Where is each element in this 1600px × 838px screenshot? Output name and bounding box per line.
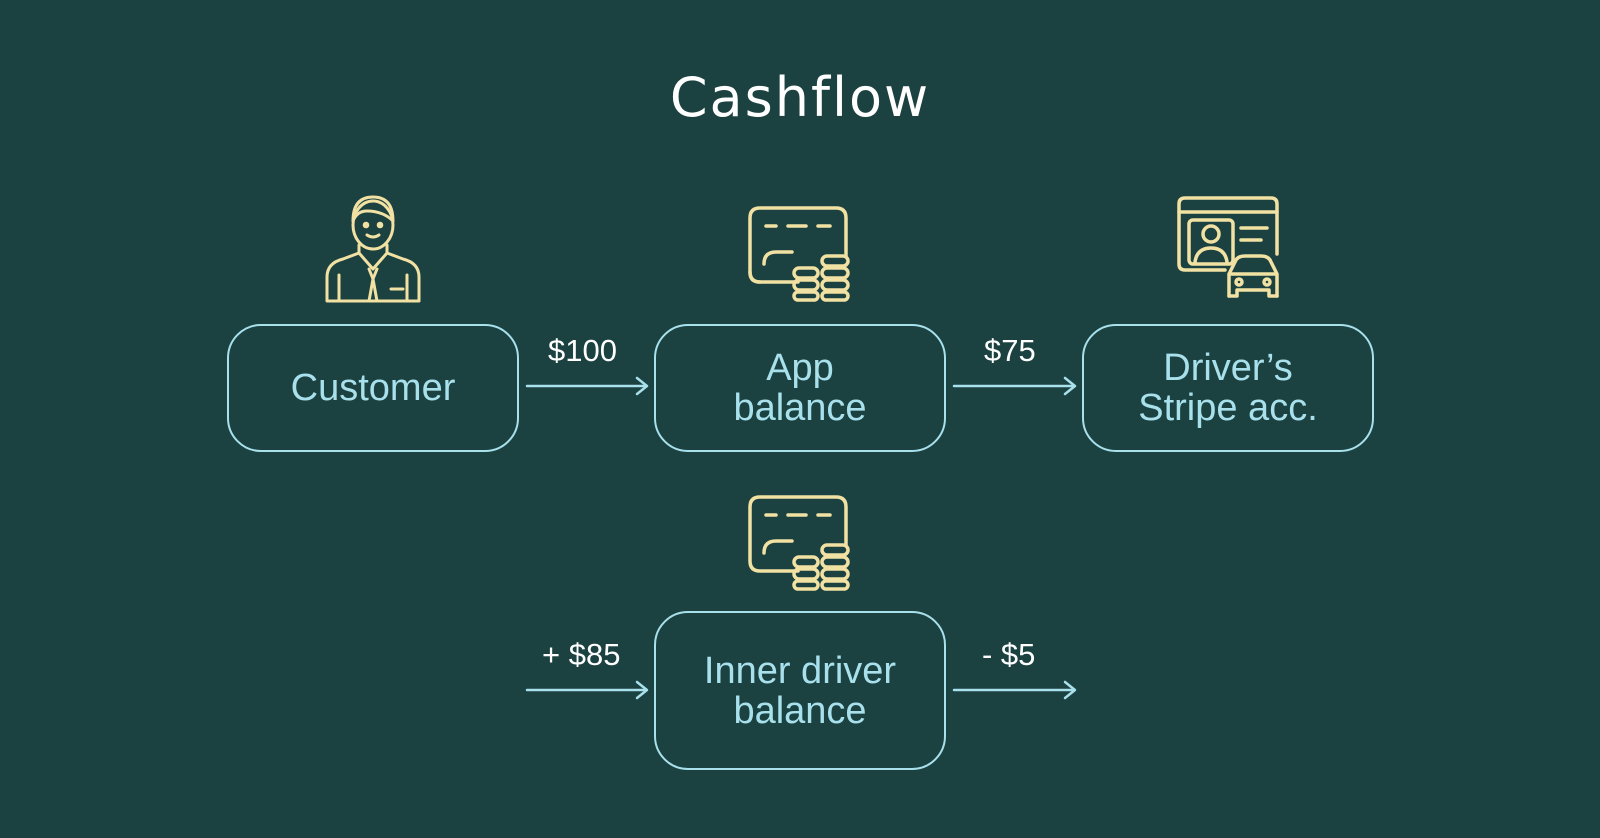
flow-amount-inner-in: + $85 (542, 637, 621, 672)
node-customer-label: Customer (290, 367, 456, 409)
node-inner-driver-balance-label-line2: balance (733, 689, 867, 732)
customer-person-icon (325, 195, 421, 303)
arrow-into-inner-balance (525, 680, 649, 700)
arrow-app-to-driver (952, 376, 1077, 396)
flow-amount-customer-to-app: $100 (548, 333, 617, 368)
node-driver-stripe-label-line2: Stripe acc. (1138, 387, 1318, 429)
arrow-customer-to-app (525, 376, 649, 396)
driver-id-car-icon (1177, 196, 1279, 298)
node-app-balance-label-line2: balance (733, 387, 867, 429)
node-driver-stripe-label-line1: Driver’s (1163, 347, 1293, 389)
flow-amount-inner-out: - $5 (982, 637, 1036, 672)
arrow-out-of-inner-balance (952, 680, 1077, 700)
wallet-coins-icon (748, 206, 850, 302)
node-app-balance: App balance (654, 324, 946, 452)
diagram-title: Cashflow (669, 66, 931, 129)
flow-amount-app-to-driver: $75 (984, 333, 1036, 368)
wallet-coins-icon (748, 495, 850, 591)
node-inner-driver-balance: Inner driver balance (654, 611, 946, 770)
node-customer: Customer (227, 324, 519, 452)
node-inner-driver-balance-label-line1: Inner driver (703, 649, 897, 692)
node-app-balance-label-line1: App (766, 347, 834, 389)
node-driver-stripe: Driver’s Stripe acc. (1082, 324, 1374, 452)
